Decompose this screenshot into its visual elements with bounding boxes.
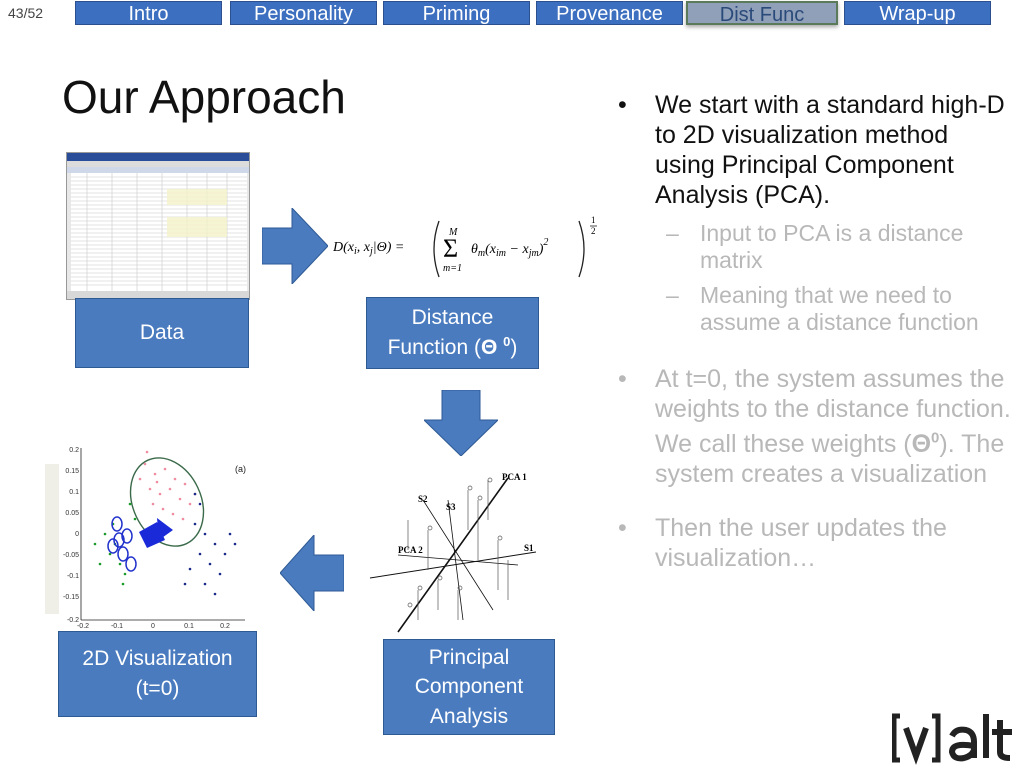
pca-label-line3: Analysis xyxy=(429,704,509,728)
svg-text:0: 0 xyxy=(151,623,155,630)
sub-bullet-2: – Meaning that we need to assume a dista… xyxy=(666,282,979,335)
svg-text:-0.2: -0.2 xyxy=(77,623,89,630)
bullet-item-3: • Then the user updates the visualizatio… xyxy=(618,514,947,573)
svg-text:S2: S2 xyxy=(418,494,428,504)
page-title: Our Approach xyxy=(62,71,346,123)
pca-label-line1: Principal xyxy=(428,645,510,669)
viz-label-line2: (t=0) xyxy=(135,677,180,700)
tab-wrap-up[interactable]: Wrap-up xyxy=(844,1,991,25)
svg-text:PCA 2: PCA 2 xyxy=(398,545,423,555)
scatter-visualization: 0.2 0.15 0.1 0.05 0 -0.05 -0.1 -0.15 -0.… xyxy=(45,444,285,632)
bullet-list: • We start with a standard high-D to 2D … xyxy=(618,90,1013,583)
right-arrow-icon xyxy=(262,208,328,284)
svg-text:-0.1: -0.1 xyxy=(111,623,123,630)
data-box: Data xyxy=(75,298,249,368)
svg-text:1: 1 xyxy=(591,215,596,225)
pca-label-line2: Component xyxy=(414,675,524,699)
tab-dist-func[interactable]: Dist Func xyxy=(686,1,838,26)
svg-text:2: 2 xyxy=(591,226,596,236)
bullet-item-1: • We start with a standard high-D to 2D … xyxy=(618,91,1005,209)
viz-label-line1: 2D Visualization xyxy=(82,646,233,670)
pca-box: Principal Component Analysis xyxy=(383,639,555,735)
left-arrow-icon xyxy=(280,535,344,611)
distance-label-line2: Function (Θ 0) xyxy=(387,334,518,359)
tab-intro[interactable]: Intro xyxy=(75,1,222,25)
svg-text:m=1: m=1 xyxy=(443,263,462,274)
tab-priming[interactable]: Priming xyxy=(383,1,530,25)
svg-text:(a): (a) xyxy=(235,464,246,474)
pca-axes-illustration: PCA 1 PCA 2 S1 S2 S3 xyxy=(368,460,538,638)
visualization-box: 2D Visualization (t=0) xyxy=(58,631,257,717)
svg-text:0.2: 0.2 xyxy=(69,447,79,454)
valt-logo-mark xyxy=(891,713,1012,765)
svg-text:0.2: 0.2 xyxy=(220,623,230,630)
down-arrow-icon xyxy=(424,390,498,456)
svg-text:S3: S3 xyxy=(446,502,456,512)
svg-text:-0.15: -0.15 xyxy=(63,594,79,601)
distance-label-line1: Distance xyxy=(411,305,494,329)
distance-formula: D(xi, xj|Θ) = M Σ m=1 θm(xim − xjm)2 1 2 xyxy=(332,215,603,280)
distance-function-box: Distance Function (Θ 0) xyxy=(366,297,539,369)
bullet-item-2: • At t=0, the system assumes the weights… xyxy=(618,365,1011,489)
svg-text:0.05: 0.05 xyxy=(65,510,79,517)
valt-logo xyxy=(891,706,1022,766)
svg-text:M: M xyxy=(448,227,458,238)
svg-text:D(xi, xj|Θ) =: D(xi, xj|Θ) = xyxy=(333,240,404,257)
data-box-label: Data xyxy=(139,320,185,344)
svg-text:PCA 1: PCA 1 xyxy=(502,472,527,482)
svg-text:-0.2: -0.2 xyxy=(67,617,79,624)
svg-text:-0.05: -0.05 xyxy=(63,552,79,559)
tab-personality[interactable]: Personality xyxy=(230,1,377,25)
sub-bullet-1: – Input to PCA is a distance matrix xyxy=(666,220,964,273)
svg-text:θm(xim − xjm)2: θm(xim − xjm)2 xyxy=(471,237,548,259)
tab-provenance[interactable]: Provenance xyxy=(536,1,683,25)
svg-text:0: 0 xyxy=(75,531,79,538)
data-spreadsheet-thumbnail xyxy=(66,152,250,300)
svg-text:0.1: 0.1 xyxy=(69,489,79,496)
svg-text:-0.1: -0.1 xyxy=(67,573,79,580)
svg-text:0.15: 0.15 xyxy=(65,468,79,475)
svg-text:Σ: Σ xyxy=(443,234,458,263)
svg-text:0.1: 0.1 xyxy=(184,623,194,630)
svg-text:S1: S1 xyxy=(524,543,534,553)
slide-counter: 43/52 xyxy=(8,5,44,21)
